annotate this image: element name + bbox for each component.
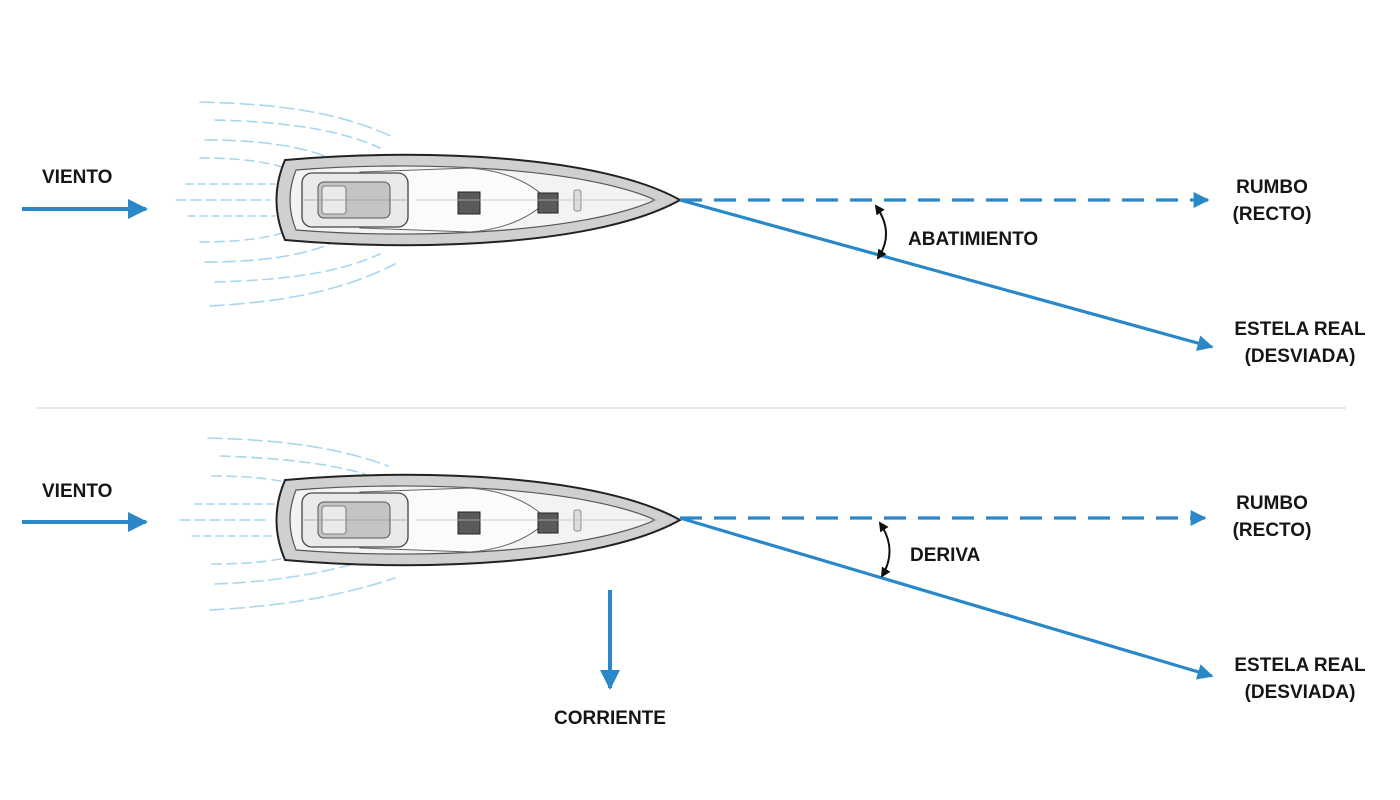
wind-streaks [175,101,396,307]
sailboat-top-view-icon [275,473,681,567]
drift-angle-label: DERIVA [910,545,981,566]
panel-leeway: VIENTO ABATIMIENTO RUMBO (RECTO) ESTELA … [22,101,1366,367]
leeway-angle-label: ABATIMIENTO [908,229,1038,250]
course-label-line2: (RECTO) [1233,520,1312,541]
panel-drift: VIENTO CORRIENTE DERIVA RUMBO (RECTO) ES… [22,437,1366,729]
wind-label: VIENTO [42,481,112,502]
actual-track-line [679,198,1214,351]
angle-arc-icon [878,521,891,578]
course-label-line1: RUMBO [1236,493,1308,514]
angle-arc-icon [874,204,887,260]
track-label-line1: ESTELA REAL [1234,655,1366,676]
track-label-line1: ESTELA REAL [1234,319,1366,340]
wind-label: VIENTO [42,167,112,188]
current-label: CORRIENTE [554,708,666,729]
track-label-line2: (DESVIADA) [1245,346,1356,367]
sailboat-top-view-icon [275,153,681,247]
course-label-line2: (RECTO) [1233,204,1312,225]
track-label-line2: (DESVIADA) [1245,682,1356,703]
course-label-line1: RUMBO [1236,177,1308,198]
actual-track-line [679,516,1214,680]
